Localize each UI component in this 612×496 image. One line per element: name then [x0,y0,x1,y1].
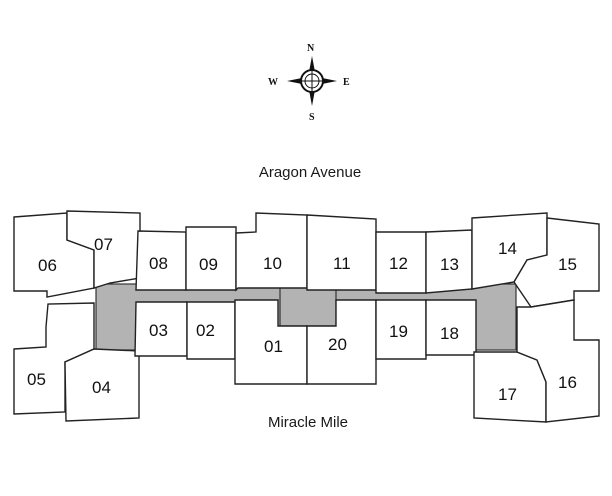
unit-label-15: 15 [558,255,577,274]
unit-label-12: 12 [389,254,408,273]
compass-rose-icon [287,56,337,106]
street-south-label: Miracle Mile [267,414,348,431]
unit-label-06: 06 [38,256,57,275]
compass-north-label: N [307,43,315,54]
unit-label-13: 13 [440,255,459,274]
compass-east-label: E [343,77,350,88]
street-north-label: Aragon Avenue [258,164,362,181]
unit-label-01: 01 [264,337,283,356]
unit-10[interactable] [235,212,308,292]
unit-label-04: 04 [92,378,111,397]
unit-19[interactable] [375,299,427,360]
compass-south-label: S [309,112,315,123]
unit-label-03: 03 [149,321,168,340]
unit-label-14: 14 [498,239,517,258]
unit-16[interactable] [516,299,600,423]
unit-label-17: 17 [498,385,517,404]
unit-label-19: 19 [389,322,408,341]
unit-04[interactable] [64,348,140,422]
unit-label-11: 11 [333,254,351,273]
unit-label-20: 20 [328,335,347,354]
unit-label-16: 16 [558,373,577,392]
unit-label-09: 09 [199,255,218,274]
unit-05[interactable] [13,302,95,415]
unit-label-10: 10 [263,254,282,273]
unit-label-07: 07 [94,235,113,254]
unit-label-02: 02 [196,321,215,340]
unit-label-08: 08 [149,254,168,273]
unit-label-18: 18 [440,324,459,343]
unit-07[interactable] [66,210,141,289]
unit-11[interactable] [306,214,377,291]
unit-label-05: 05 [27,370,46,389]
compass-west-label: W [268,77,278,88]
